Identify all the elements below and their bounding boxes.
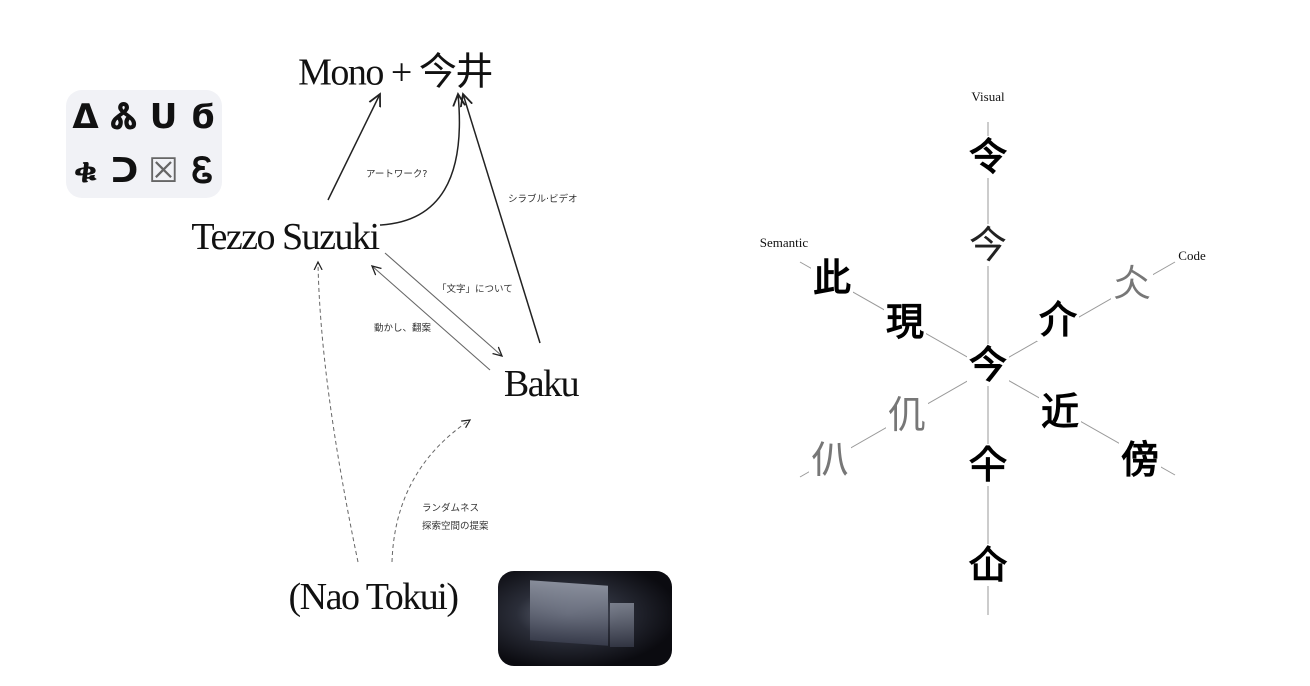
glyph: Ꮬ [111, 97, 138, 137]
edge-label-randomness: ランダムネス [422, 503, 480, 514]
semantic-character: 仈 [808, 438, 852, 482]
visual-character: 令 [966, 135, 1010, 179]
code-character: 仌 [1110, 261, 1154, 305]
edge-label-move-draft: 動かし、翻案 [374, 323, 432, 334]
glyph: Δ [72, 97, 99, 137]
node-baku: Baku [503, 363, 580, 405]
axis-label-visual: Visual [971, 89, 1005, 104]
performance-photo [498, 571, 672, 666]
edge-label-about-moji: 「文字」について [437, 284, 513, 295]
edge-label-search-space: 探索空間の提案 [422, 521, 489, 532]
semantic-character: 此 [810, 256, 854, 300]
glyph: ᑌ [149, 97, 178, 137]
code-character: 介 [1036, 298, 1080, 342]
axis-label-semantic: Semantic [759, 235, 809, 250]
node-tezzo-suzuki: Tezzo Suzuki [191, 216, 380, 258]
node-nao-tokui: (Nao Tokui) [288, 576, 459, 618]
glyph: ϭ [190, 97, 215, 137]
glyph-panel: Δ Ꮬ ᑌ ϭ ቁ ᑐ ☒ Ꮛ [66, 90, 222, 198]
visual-character: 今 [966, 223, 1010, 267]
node-mono-imai: Mono + 今井 [298, 51, 493, 94]
axis-label-code: Code [1178, 248, 1206, 263]
edge-label-syllable-video: シラブル·ビデオ [508, 194, 578, 205]
visual-character: 仐 [966, 443, 1010, 487]
semantic-character: 現 [883, 300, 927, 344]
semantic-character: 仉 [885, 393, 929, 437]
glyph: Ꮛ [191, 151, 214, 191]
left-edges [318, 94, 541, 563]
glyph: ᑐ [110, 151, 139, 191]
glyph: ቁ [73, 151, 98, 191]
glyph: ☒ [148, 151, 179, 191]
center-character: 今 [966, 343, 1010, 387]
code-character: 近 [1038, 390, 1082, 434]
visual-character: 仚 [966, 543, 1010, 587]
code-character: 傍 [1118, 438, 1162, 482]
edge-label-artwork: アートワーク? [366, 169, 428, 180]
